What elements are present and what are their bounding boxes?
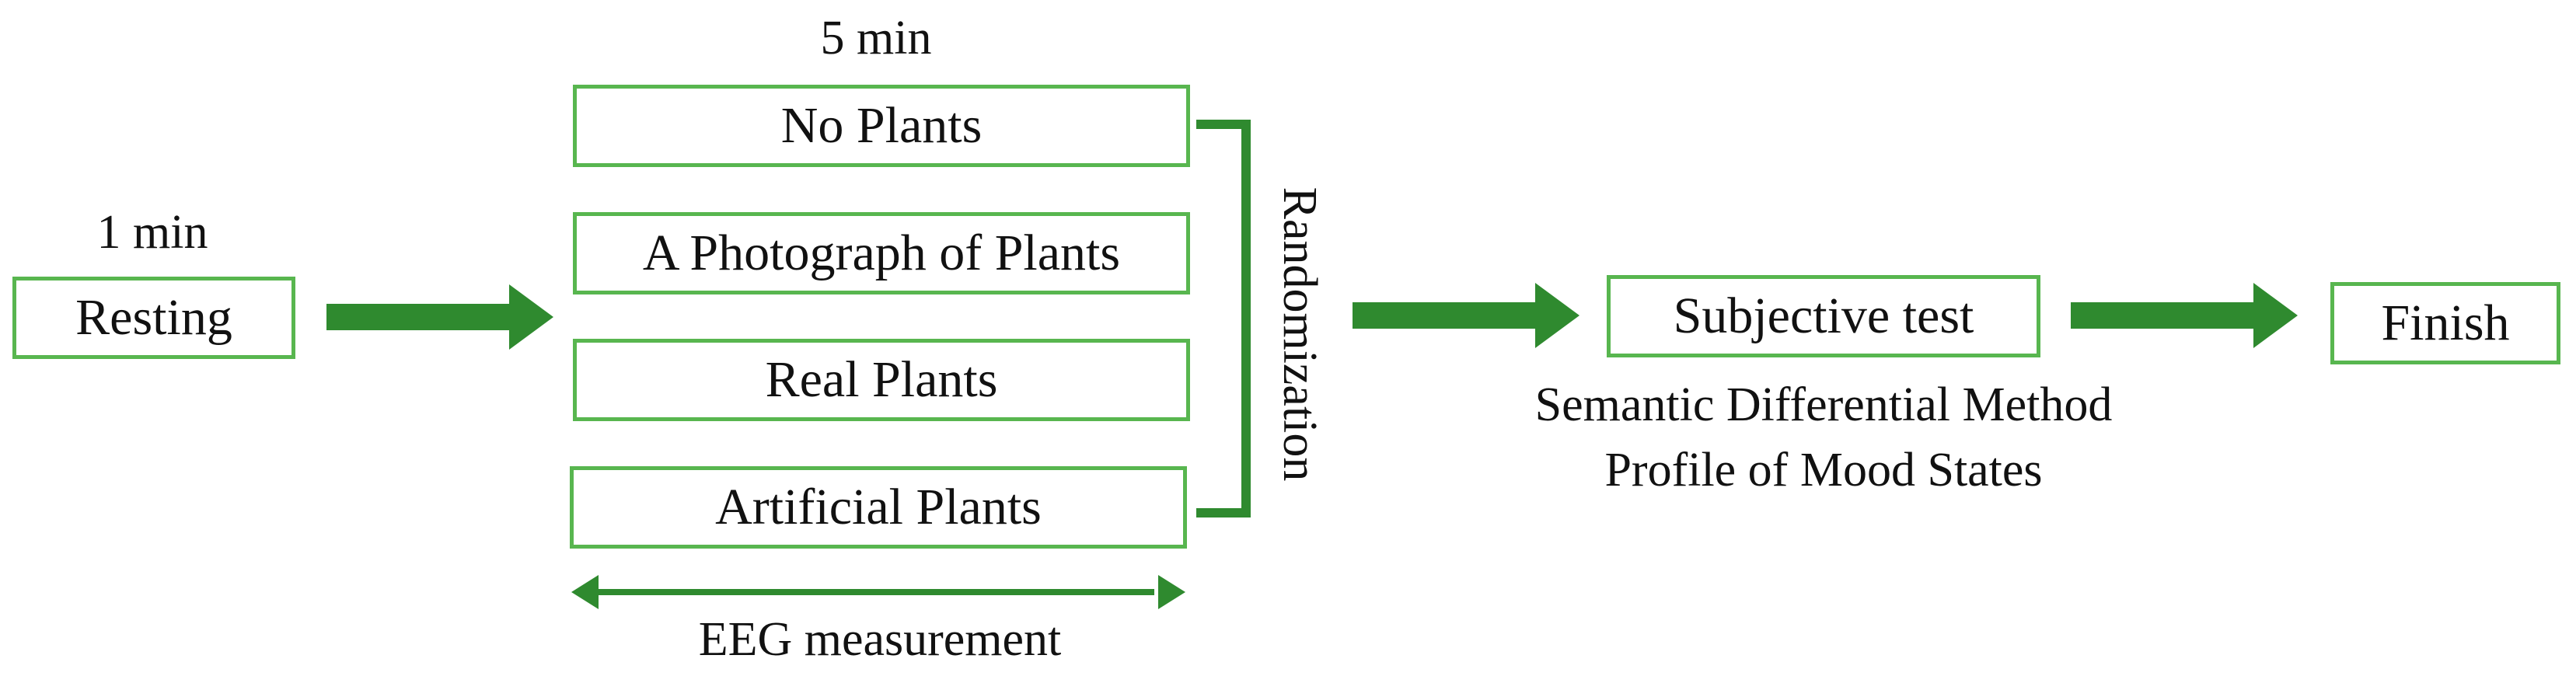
eeg-right-arrowhead	[1158, 575, 1185, 609]
semantic-differential-method-label: Semantic Differential Method	[1534, 378, 2113, 431]
randomization-bracket	[1196, 120, 1251, 517]
subjective-test-box: Subjective test	[1607, 275, 2040, 357]
condition-box-artificial-plants: Artificial Plants	[570, 466, 1187, 549]
arrow-subjective-to-finish	[2071, 283, 2298, 348]
resting-duration-label: 1 min	[96, 206, 208, 259]
finish-box: Finish	[2330, 282, 2560, 364]
condition-box-no-plants: No Plants	[573, 85, 1190, 167]
condition-box-photograph-of-plants: A Photograph of Plants	[573, 212, 1190, 294]
eeg-left-arrowhead	[571, 575, 599, 609]
eeg-measurement-double-arrow	[571, 575, 1185, 609]
randomization-label: Randomization	[1273, 186, 1326, 482]
resting-box: Resting	[12, 277, 295, 359]
arrow-conditions-to-subjective	[1353, 283, 1579, 348]
conditions-duration-label: 5 min	[820, 12, 932, 64]
arrow-resting-to-conditions	[326, 284, 553, 350]
eeg-measurement-label: EEG measurement	[698, 613, 1062, 666]
profile-of-mood-states-label: Profile of Mood States	[1604, 444, 2043, 497]
condition-box-real-plants: Real Plants	[573, 339, 1190, 421]
